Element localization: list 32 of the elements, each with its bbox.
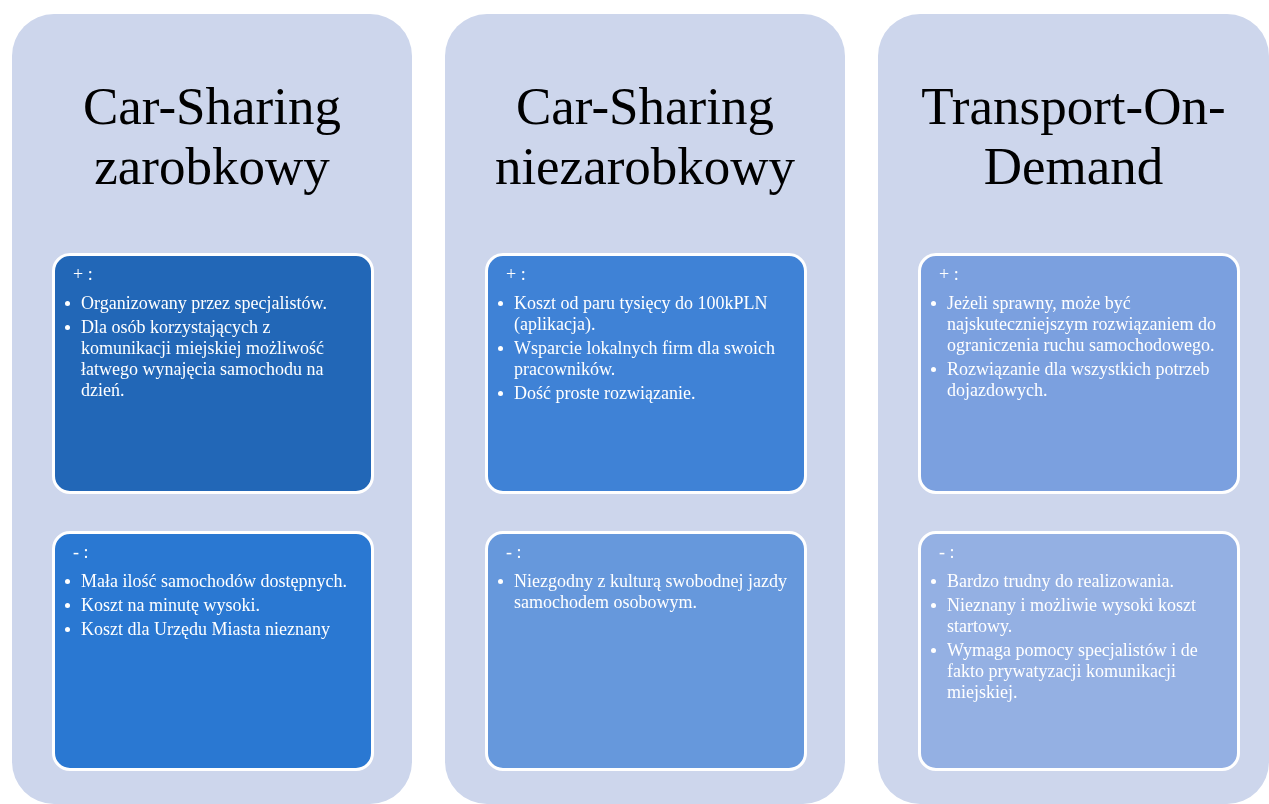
column-title: Car-Sharing niezarobkowy — [493, 76, 797, 196]
column-panel — [12, 14, 412, 804]
bullet-text: Niezgodny z kulturą swobodnej jazdy samochodem osobowym. — [506, 571, 790, 613]
column-panel — [445, 14, 845, 804]
pros-cons-box — [485, 253, 807, 494]
bullet-text: Jeżeli sprawny, może być najskuteczniejszym rozwiązaniem do ograniczenia ruchu samochodowego. — [939, 293, 1223, 356]
bullet-text: Wymaga pomocy specjalistów i de fakto prywatyzacji komunikacji miejskiej. — [939, 640, 1223, 703]
bullet-text: Dość proste rozwiązanie. — [506, 383, 790, 404]
bullet-text: Mała ilość samochodów dostępnych. — [73, 571, 357, 592]
pros-cons-box — [52, 531, 374, 771]
pros-cons-box — [485, 531, 807, 771]
bullet-text: Koszt od paru tysięcy do 100kPLN (aplikacja). — [506, 293, 790, 335]
box-heading: - : — [506, 542, 523, 563]
bullet-text: Bardzo trudny do realizowania. — [939, 571, 1223, 592]
box-heading: + : — [506, 264, 527, 285]
box-heading: - : — [73, 542, 90, 563]
bullet-text: Koszt dla Urzędu Miasta nieznany — [73, 619, 357, 640]
pros-cons-box — [918, 253, 1240, 494]
box-heading: - : — [939, 542, 956, 563]
column-title: Transport-On-Demand — [920, 76, 1227, 196]
bullet-text: Koszt na minutę wysoki. — [73, 595, 357, 616]
pros-cons-box — [52, 253, 374, 494]
column-title: Car-Sharing zarobkowy — [82, 76, 342, 196]
pros-cons-box — [918, 531, 1240, 771]
box-heading: + : — [939, 264, 960, 285]
bullet-text: Dla osób korzystających z komunikacji miejskiej możliwość łatwego wynajęcia samochodu na dzień. — [73, 317, 357, 401]
bullet-text: Rozwiązanie dla wszystkich potrzeb dojazdowych. — [939, 359, 1223, 401]
column-panel — [878, 14, 1269, 804]
box-heading: + : — [73, 264, 94, 285]
bullet-text: Nieznany i możliwie wysoki koszt startowy. — [939, 595, 1223, 637]
bullet-text: Wsparcie lokalnych firm dla swoich pracowników. — [506, 338, 790, 380]
bullet-text: Organizowany przez specjalistów. — [73, 293, 357, 314]
